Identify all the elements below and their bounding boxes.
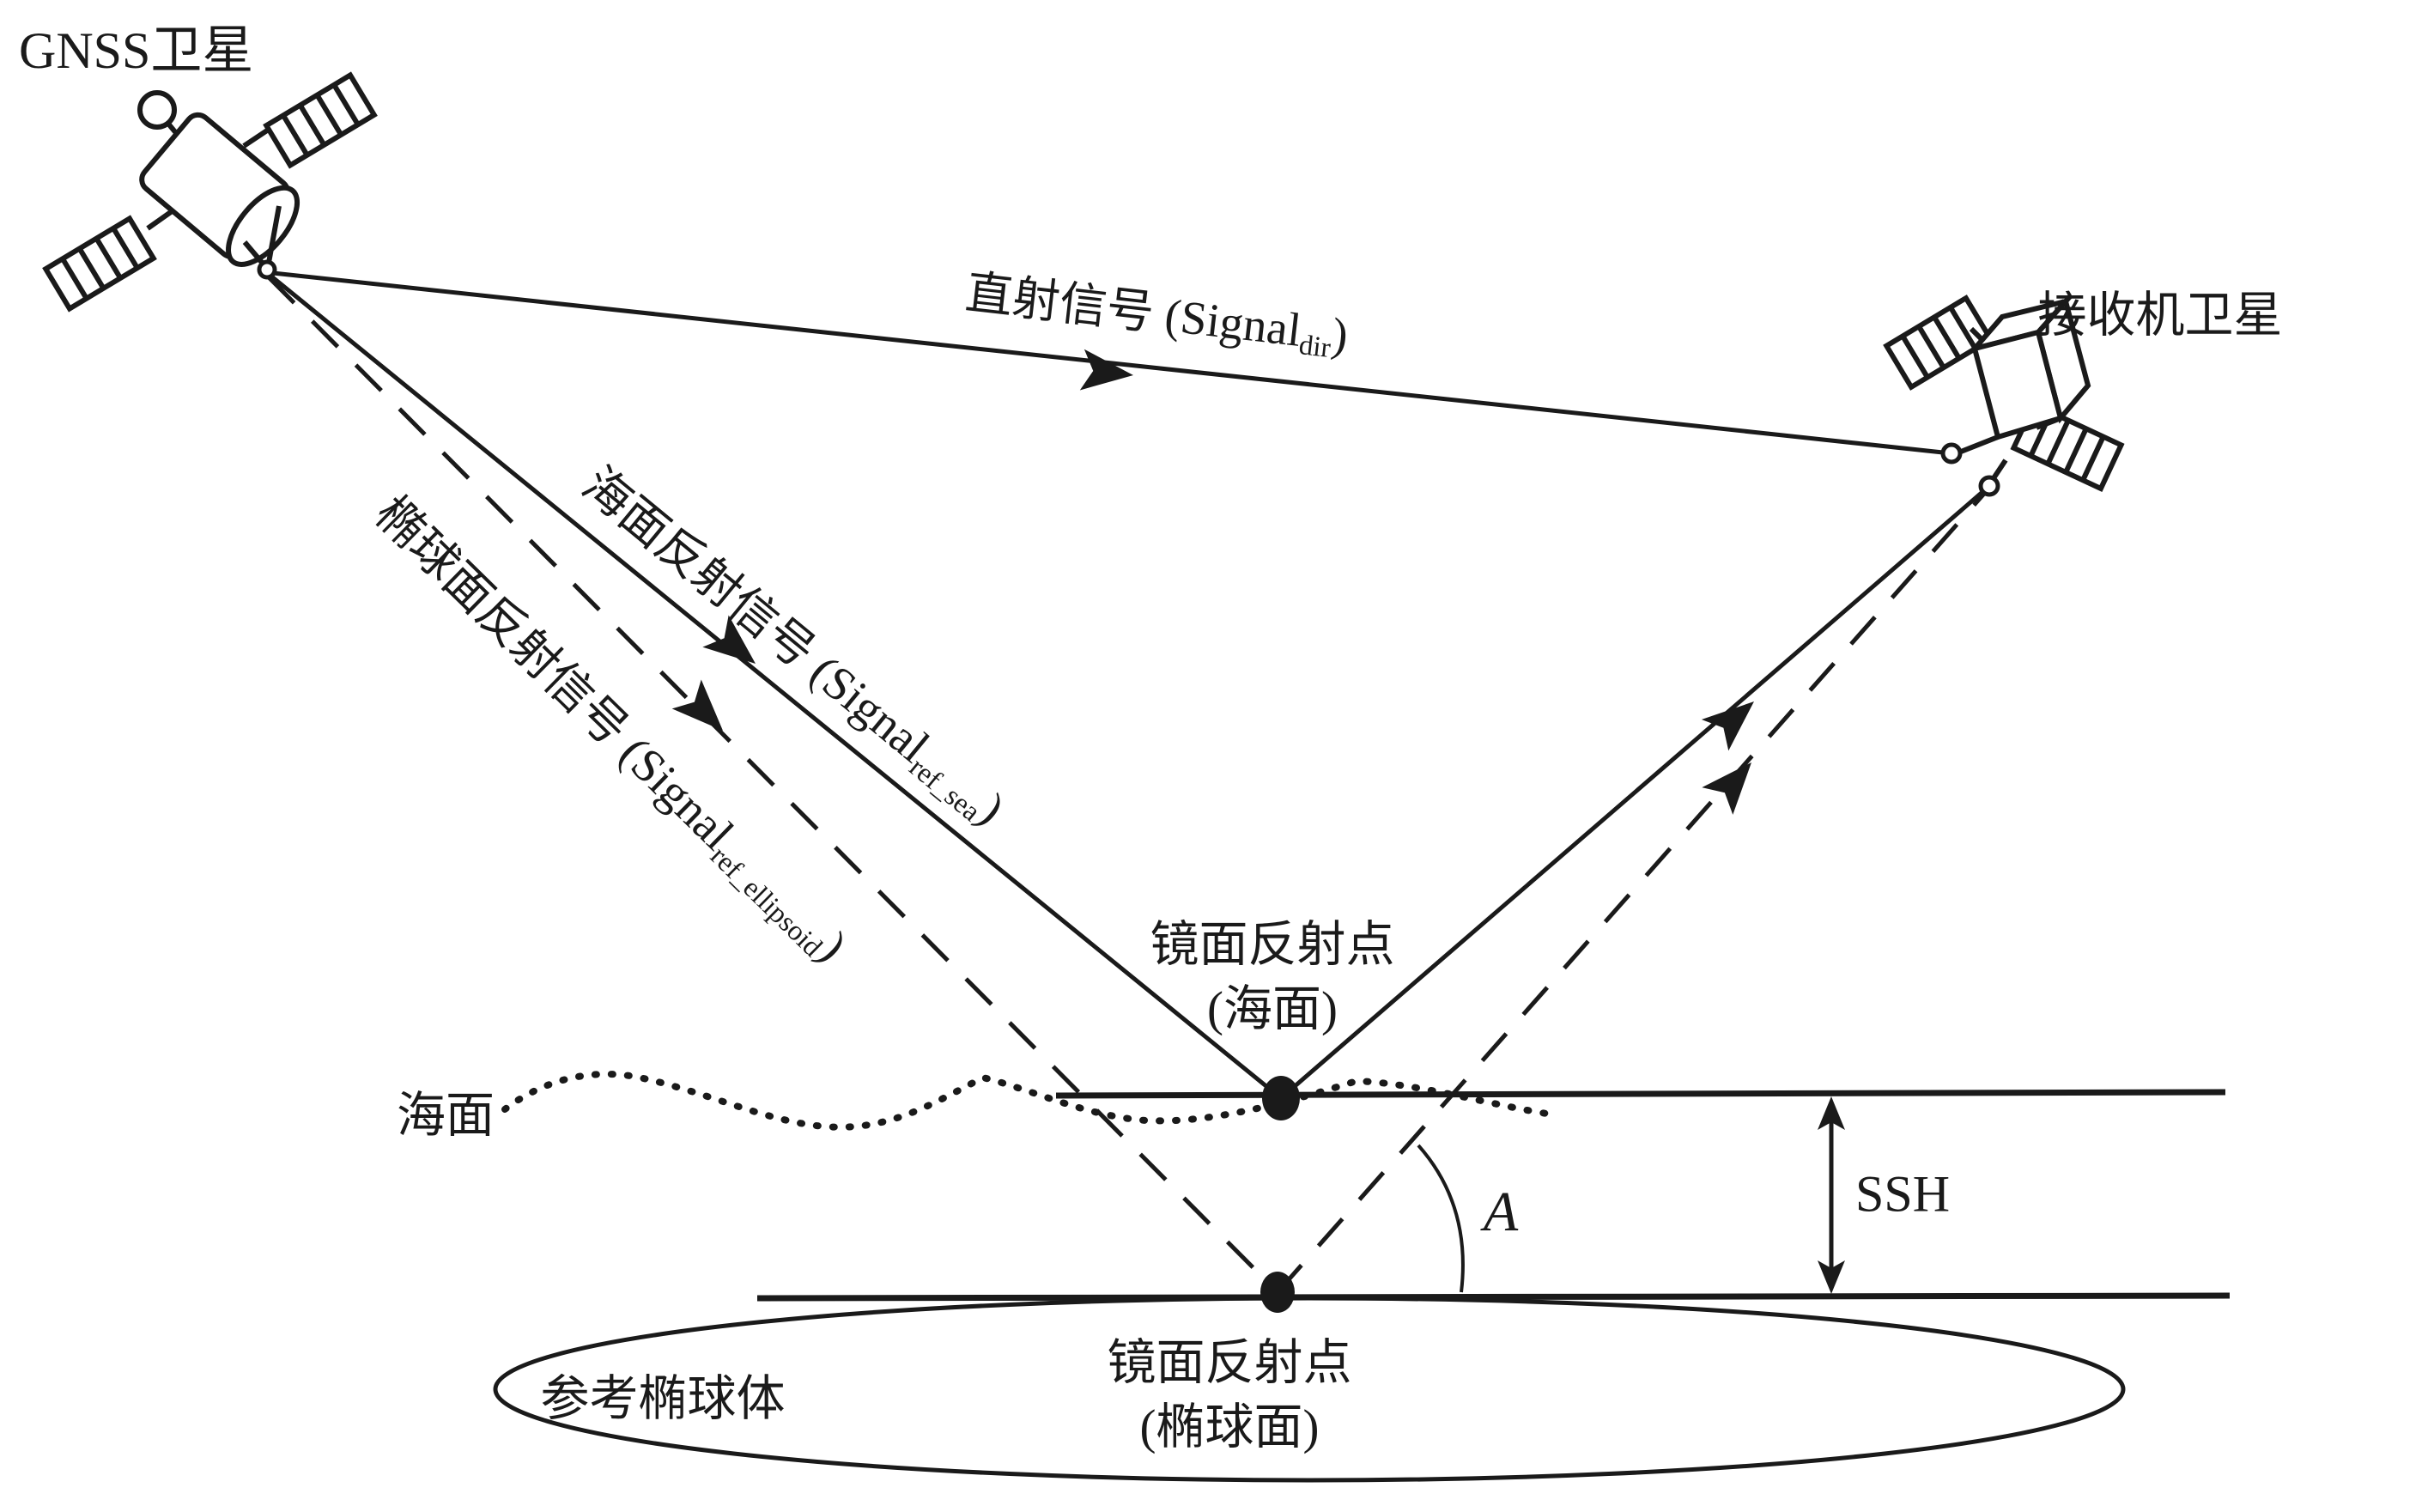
elevation-angle-arc	[1417, 1144, 1465, 1293]
sea-reflected-down-line	[269, 274, 1283, 1100]
surfaces	[493, 1071, 2231, 1483]
sea-surface-label: 海面	[397, 1089, 495, 1143]
ellipsoid-up-arrowhead	[1702, 762, 1751, 815]
gnss-antenna-ball	[137, 90, 177, 130]
signal-lines	[267, 270, 1986, 1294]
receiver-satellite-icon	[1883, 295, 2125, 497]
gnss-satellite-label: GNSS卫星	[19, 22, 254, 79]
ssh-label: SSH	[1854, 1165, 1951, 1223]
ssh-arrow-up	[1818, 1096, 1845, 1130]
signal-arrowheads	[671, 349, 1754, 815]
ellipsoid-reflected-down-line	[267, 276, 1279, 1294]
ellipsoid-specular-point-label: 镜面反射点 (椭球面)	[1107, 1335, 1352, 1454]
ellipsoid-reflected-up-line	[1276, 492, 1986, 1294]
sea-surface-wavy-line	[501, 1071, 1556, 1131]
elevation-angle-label: A	[1483, 1181, 1519, 1243]
receiver-satellite-label: 接收机卫星	[2037, 288, 2283, 343]
direct-signal-arrowhead	[1079, 349, 1133, 391]
gnss-satellite-icon	[42, 71, 378, 313]
reference-ellipsoid-outline	[493, 1296, 2126, 1483]
ellipsoid-level-line	[756, 1292, 2231, 1302]
ssh-arrow-down	[1818, 1260, 1845, 1294]
sea-reflected-up-line	[1279, 490, 1984, 1100]
sea-up-arrowhead	[1701, 701, 1754, 751]
sea-specular-dot	[1262, 1076, 1300, 1120]
specular-points	[1260, 1076, 1300, 1313]
reference-ellipsoid-label: 参考椭球体	[540, 1372, 786, 1426]
receiver-direct-feed-point	[1940, 442, 1963, 465]
ellipsoid-specular-dot	[1260, 1272, 1295, 1313]
ellipsoid-reflected-arrowhead	[671, 679, 723, 731]
sea-level-line	[1055, 1089, 2226, 1099]
sea-reflected-arrowhead	[702, 615, 756, 664]
sea-specular-point-label: 镜面反射点 (海面)	[1150, 917, 1395, 1036]
annotation-geometry	[1260, 1076, 1845, 1313]
gnss-feed-point	[257, 259, 277, 280]
receiver-reflected-feed-point	[1978, 475, 2000, 497]
